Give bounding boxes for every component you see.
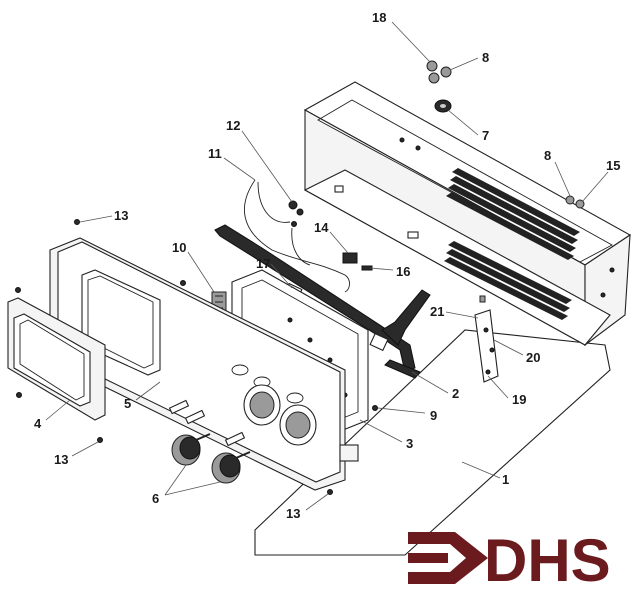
callout-8-right: 8: [544, 148, 551, 163]
callout-labels: 18 8 7 8 15 12 11 13 14 10 17 16 21 20 1…: [34, 10, 620, 521]
callout-8-top: 8: [482, 50, 489, 65]
knob-right: [211, 451, 251, 484]
fuse-holders: [168, 399, 246, 447]
callout-14: 14: [314, 220, 329, 235]
callout-17: 17: [256, 256, 270, 271]
callout-20: 20: [526, 350, 540, 365]
wiring-harness: [243, 179, 350, 293]
chassis-box: [303, 81, 632, 347]
side-bracket: [474, 295, 499, 383]
callout-11: 11: [208, 146, 222, 161]
callout-16: 16: [396, 264, 410, 279]
dhs-logo: DHS: [408, 527, 611, 594]
panel-meter-left: [243, 384, 281, 426]
callout-5: 5: [124, 396, 131, 411]
callout-7: 7: [482, 128, 489, 143]
callout-2: 2: [452, 386, 459, 401]
base-plate: [254, 329, 611, 556]
vent-slots-upper: [446, 168, 580, 260]
panel-meter-right: [279, 404, 317, 446]
logo-arrow-icon: [408, 532, 488, 584]
display-bezel: [7, 297, 106, 421]
callout-21: 21: [430, 304, 444, 319]
callout-12: 12: [226, 118, 240, 133]
logo-text: DHS: [484, 527, 611, 594]
callout-9: 9: [430, 408, 437, 423]
callout-4: 4: [34, 416, 42, 431]
hardware-cluster-top: [426, 60, 452, 113]
callout-15: 15: [606, 158, 620, 173]
vent-slots-lower: [444, 241, 572, 320]
callout-3: 3: [406, 436, 413, 451]
callout-6: 6: [152, 491, 159, 506]
callout-13-bottom: 13: [286, 506, 300, 521]
callout-18: 18: [372, 10, 386, 25]
callout-13-top: 13: [114, 208, 128, 223]
knob-left: [171, 433, 211, 466]
screws: [15, 219, 378, 495]
callout-10: 10: [172, 240, 186, 255]
callout-1: 1: [502, 472, 509, 487]
callout-13-left: 13: [54, 452, 68, 467]
callout-19: 19: [512, 392, 526, 407]
leader-lines: [45, 21, 609, 511]
connector-block: [342, 252, 358, 264]
